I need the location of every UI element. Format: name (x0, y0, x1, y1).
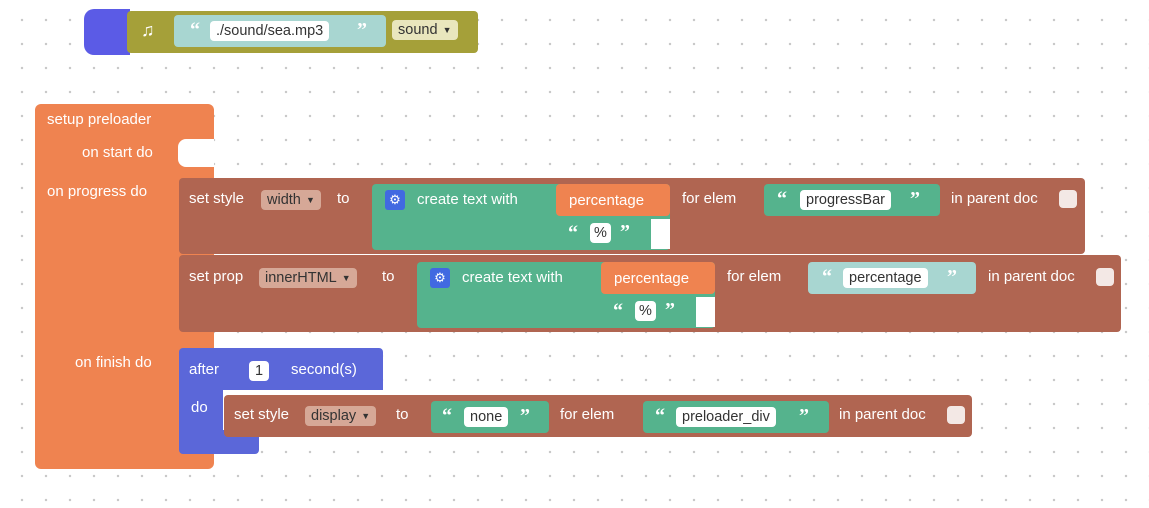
to-label: to (382, 268, 395, 285)
for-elem-label: for elem (560, 406, 615, 423)
percent-text-field[interactable]: % (590, 223, 611, 243)
style-display-label: display (311, 408, 357, 424)
close-quote-icon: ” (910, 188, 920, 210)
open-quote-icon: “ (822, 266, 832, 288)
close-quote-icon: ” (799, 405, 809, 427)
after-block-arm (179, 388, 223, 432)
elem-name-field[interactable]: percentage (843, 268, 928, 288)
on-start-label: on start do (82, 144, 153, 161)
seconds-label: second(s) (291, 361, 357, 378)
in-parent-doc-label: in parent doc (988, 268, 1075, 285)
percent-text-field[interactable]: % (635, 301, 656, 321)
sound-type-dropdown[interactable]: sound ▼ (392, 20, 458, 40)
in-parent-doc-checkbox[interactable] (947, 406, 965, 424)
display-value-field[interactable]: none (464, 407, 509, 427)
preloader-title: setup preloader (47, 111, 152, 128)
set-style-label: set style (189, 190, 245, 207)
chevron-down-icon: ▼ (442, 25, 452, 35)
do-label: do (191, 399, 208, 416)
seconds-field[interactable]: 1 (249, 361, 270, 381)
set-style-label: set style (234, 406, 290, 423)
after-block[interactable] (179, 348, 383, 390)
text-join-end-slot (696, 297, 715, 327)
elem-name-field[interactable]: preloader_div (676, 407, 776, 427)
open-quote-icon: “ (568, 222, 578, 244)
style-display-dropdown[interactable]: display ▼ (305, 406, 377, 426)
for-elem-label: for elem (727, 268, 782, 285)
sound-type-label: sound (398, 22, 438, 38)
prop-label: innerHTML (265, 270, 337, 286)
in-parent-doc-checkbox[interactable] (1059, 190, 1077, 208)
sound-file-field[interactable]: ./sound/sea.mp3 (210, 21, 330, 41)
close-quote-icon: ” (947, 266, 957, 288)
in-parent-doc-checkbox[interactable] (1096, 268, 1114, 286)
percentage-variable[interactable] (601, 262, 715, 294)
create-text-label: create text with (462, 269, 563, 286)
to-label: to (337, 190, 350, 207)
open-quote-icon: “ (190, 19, 200, 41)
set-prop-label: set prop (189, 268, 244, 285)
in-parent-doc-label: in parent doc (951, 190, 1038, 207)
for-elem-label: for elem (682, 190, 737, 207)
elem-name-field[interactable]: progressBar (800, 190, 891, 210)
close-quote-icon: ” (357, 19, 367, 41)
on-start-slot[interactable] (178, 139, 214, 167)
chevron-down-icon: ▼ (341, 273, 351, 283)
open-quote-icon: “ (777, 188, 787, 210)
close-quote-icon: ” (520, 405, 530, 427)
music-note-icon: ♫ (141, 20, 155, 40)
chevron-down-icon: ▼ (361, 411, 371, 421)
close-quote-icon: ” (665, 299, 675, 321)
open-quote-icon: “ (655, 405, 665, 427)
create-text-label: create text with (417, 191, 518, 208)
hat-block[interactable] (84, 9, 130, 55)
style-width-dropdown[interactable]: width ▼ (261, 190, 321, 210)
on-progress-label: on progress do (47, 183, 148, 200)
open-quote-icon: “ (442, 405, 452, 427)
percentage-variable[interactable] (556, 184, 670, 216)
chevron-down-icon: ▼ (305, 195, 315, 205)
text-join-end-slot (651, 219, 670, 249)
percentage-variable-label: percentage (614, 270, 690, 287)
percentage-variable-label: percentage (569, 192, 645, 209)
in-parent-doc-label: in parent doc (839, 406, 926, 423)
after-label: after (189, 361, 220, 378)
prop-dropdown[interactable]: innerHTML ▼ (259, 268, 357, 288)
style-width-label: width (267, 192, 301, 208)
gear-icon[interactable]: ⚙ (430, 268, 450, 288)
close-quote-icon: ” (620, 221, 630, 243)
to-label: to (396, 406, 409, 423)
gear-icon[interactable]: ⚙ (385, 190, 405, 210)
on-finish-label: on finish do (75, 354, 152, 371)
open-quote-icon: “ (613, 300, 623, 322)
